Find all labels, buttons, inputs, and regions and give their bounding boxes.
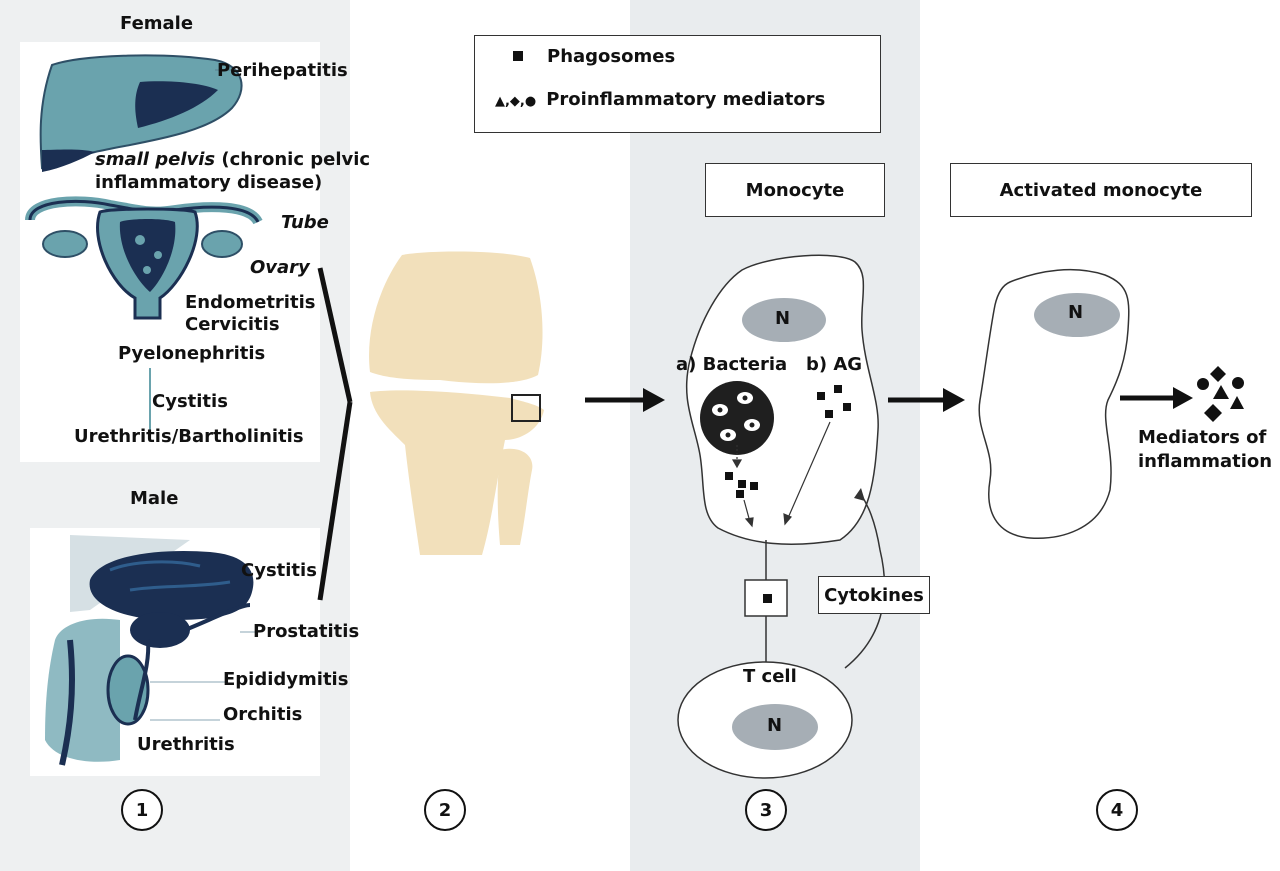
legend-phagosomes-label: Phagosomes bbox=[547, 46, 676, 67]
step-number-3: 3 bbox=[745, 789, 787, 831]
monocyte-title-box: Monocyte bbox=[705, 163, 885, 217]
antigen-presentation-box bbox=[744, 579, 788, 617]
monocyte-outline bbox=[685, 254, 879, 545]
t-cell-nucleus bbox=[732, 704, 818, 750]
legend-row-phagosomes: Phagosomes bbox=[495, 46, 675, 67]
presented-antigen-square bbox=[763, 594, 772, 603]
arrow-to-mediators bbox=[1120, 387, 1193, 409]
tcell-label: T cell bbox=[743, 666, 797, 687]
label-small-pelvis-italic: small pelvis bbox=[95, 149, 216, 170]
liver-illustration bbox=[39, 54, 243, 172]
label-orchitis: Orchitis bbox=[223, 704, 303, 725]
label-endometritis: Endometritis bbox=[185, 292, 316, 313]
joint-detail-box bbox=[511, 394, 541, 422]
label-prostatitis: Prostatitis bbox=[253, 621, 360, 642]
female-heading: Female bbox=[120, 13, 194, 34]
label-ag: b) AG bbox=[806, 354, 863, 375]
antigen-particles bbox=[817, 385, 851, 418]
knee-joint-illustration bbox=[369, 251, 544, 555]
legend-mediators-label: Proinflammatory mediators bbox=[546, 89, 826, 110]
legend-row-mediators: ▲,◆,● Proinflammatory mediators bbox=[495, 89, 825, 110]
bacteria-phagosome bbox=[700, 381, 774, 455]
label-cystitis-male: Cystitis bbox=[241, 560, 317, 581]
tcell-nucleus-label: N bbox=[767, 715, 783, 736]
monocyte-nucleus bbox=[742, 298, 826, 342]
arrow-3-to-4 bbox=[888, 388, 965, 412]
step-number-4: 4 bbox=[1096, 789, 1138, 831]
label-bacteria: a) Bacteria bbox=[676, 354, 788, 375]
label-epididymitis: Epididymitis bbox=[223, 669, 349, 690]
male-anatomy-illustration bbox=[45, 535, 255, 766]
activated-nucleus-label: N bbox=[1068, 302, 1084, 323]
label-cervicitis: Cervicitis bbox=[185, 314, 280, 335]
label-small-pelvis: small pelvis (chronic pelvic bbox=[95, 149, 371, 170]
cytokine-feedback-arrow bbox=[844, 492, 886, 669]
label-pyelonephritis: Pyelonephritis bbox=[118, 343, 266, 364]
mediators-label-line2: inflammation bbox=[1138, 451, 1273, 472]
label-tube: Tube bbox=[281, 212, 329, 233]
label-urethritis-male: Urethritis bbox=[137, 734, 235, 755]
mediators-label-line1: Mediators of bbox=[1138, 427, 1267, 448]
label-small-pelvis-line2: inflammatory disease) bbox=[95, 172, 323, 193]
label-cystitis-female: Cystitis bbox=[152, 391, 228, 412]
step-number-1: 1 bbox=[121, 789, 163, 831]
step-number-2: 2 bbox=[424, 789, 466, 831]
activated-monocyte-outline bbox=[978, 268, 1130, 539]
male-heading: Male bbox=[130, 488, 179, 509]
joint-bracket bbox=[317, 267, 353, 601]
mediator-symbols-icon: ▲,◆,● bbox=[495, 94, 537, 109]
label-perihepatitis: Perihepatitis bbox=[217, 60, 348, 81]
activated-monocyte-title-box: Activated monocyte bbox=[950, 163, 1252, 217]
phagosome-symbol-icon bbox=[513, 51, 523, 61]
processed-antigen-particles bbox=[725, 472, 758, 498]
label-small-pelvis-rest: (chronic pelvic bbox=[215, 149, 371, 170]
monocyte-nucleus-label: N bbox=[775, 308, 791, 329]
mediator-symbols bbox=[1197, 366, 1244, 422]
arrow-2-to-3 bbox=[585, 388, 665, 412]
legend: Phagosomes ▲,◆,● Proinflammatory mediator… bbox=[474, 35, 881, 133]
cytokines-box: Cytokines bbox=[818, 576, 930, 614]
activated-nucleus bbox=[1034, 293, 1120, 337]
label-urethritis-bartholinitis: Urethritis/Bartholinitis bbox=[74, 426, 304, 447]
uterus-illustration bbox=[25, 196, 263, 320]
internal-arrows bbox=[731, 421, 831, 528]
label-ovary: Ovary bbox=[250, 257, 310, 278]
